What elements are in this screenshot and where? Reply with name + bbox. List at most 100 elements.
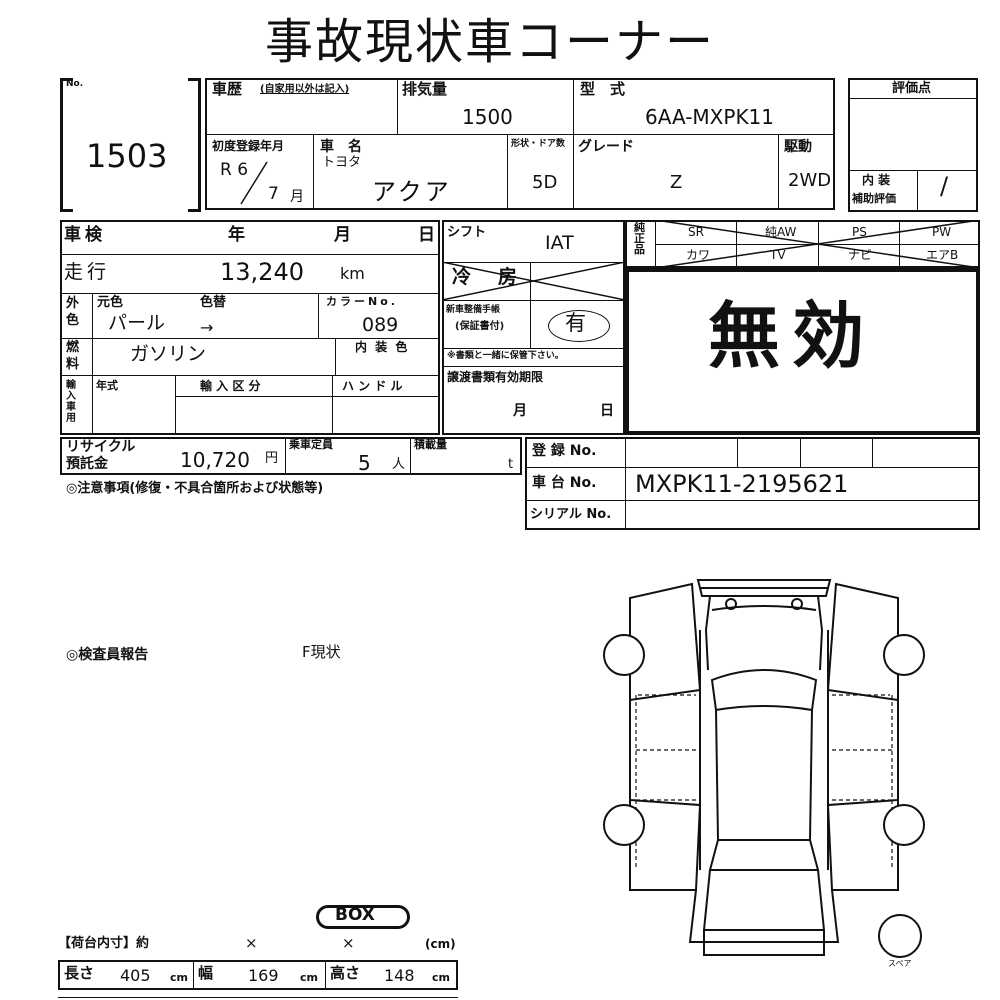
serial-no-label: シリアル No. <box>530 507 612 522</box>
grade-label: グレード <box>578 139 634 155</box>
interior-eval-box <box>848 170 978 212</box>
shape-doors-value: 5D <box>532 172 558 193</box>
color-change-value: → <box>200 318 214 337</box>
grade-value: Z <box>670 172 683 193</box>
width-label: 幅 <box>198 964 214 982</box>
registration-no-label: 登 録 No. <box>532 443 597 459</box>
shift-value: IAT <box>545 232 574 254</box>
inspection-month: 月 <box>334 225 351 245</box>
interior-eval-value: / <box>940 172 949 200</box>
equipment-label: 純正品 <box>634 221 645 256</box>
width-unit: cm <box>300 971 318 984</box>
recycle-row <box>60 437 522 475</box>
maintenance-book-label2: (保証書付) <box>455 321 505 332</box>
box-tag: BOX <box>335 905 375 925</box>
maintenance-book-value: 有 <box>565 311 586 335</box>
history-label: 車歴 <box>212 80 243 98</box>
aircon-label: 冷 房 <box>452 266 522 288</box>
transfer-docs-label: 譲渡書類有効期限 <box>447 370 544 384</box>
length-value: 405 <box>120 966 151 985</box>
spare-tire-icon <box>878 914 922 958</box>
lot-bracket-right <box>188 78 201 212</box>
equip-sr: SR <box>688 225 704 239</box>
history-note: (自家用以外は記入) <box>260 84 350 95</box>
inspection-label: 車検 <box>64 225 106 245</box>
spare-label: スペア <box>888 959 912 968</box>
transfer-docs-month: 月 <box>513 403 527 419</box>
chassis-no-value: MXPK11-2195621 <box>635 470 849 498</box>
equip-leather: カワ <box>686 248 711 262</box>
cargo-unit: (cm) <box>425 937 456 951</box>
length-label: 長さ <box>64 964 95 982</box>
shape-doors-label: 形状・ドア数 <box>511 139 566 149</box>
import-category-label: 輸 入 区 分 <box>200 379 261 393</box>
first-registration-era: R 6 <box>220 160 249 180</box>
fuel-label2: 料 <box>66 357 80 372</box>
evaluation-label: 評価点 <box>892 81 932 96</box>
orig-color-label: 元色 <box>97 295 124 310</box>
recycle-label2: 預託金 <box>66 456 108 472</box>
import-label: 輸入車用 <box>66 380 76 424</box>
mid-spec-grid <box>442 220 625 435</box>
drive-label: 駆動 <box>784 139 812 155</box>
height-unit: cm <box>432 971 450 984</box>
date-slash <box>240 161 268 205</box>
interior-eval-label2: 補助評価 <box>852 192 896 205</box>
capacity-label: 乗車定員 <box>289 438 333 451</box>
transfer-docs-day: 日 <box>600 403 614 419</box>
recycle-label1: リサイクル <box>66 439 136 455</box>
mileage-label: 走行 <box>64 261 111 283</box>
aircon-cross <box>442 262 625 300</box>
car-maker: トヨタ <box>322 155 362 170</box>
first-registration-month-unit: 月 <box>290 189 304 205</box>
notice-label: ◎注意事項(修復・不具合箇所および状態等) <box>66 481 324 496</box>
capacity-unit: 人 <box>392 457 406 472</box>
cargo-x1: × <box>245 934 258 952</box>
chassis-no-label: 車 台 No. <box>532 475 597 491</box>
car-body-diagram <box>603 579 925 956</box>
invalid-stamp-box <box>625 268 980 435</box>
car-name-value: アクア <box>372 178 452 206</box>
ext-color-label1: 外 <box>66 296 80 311</box>
load-unit: t <box>508 457 514 472</box>
first-registration-label: 初度登録年月 <box>212 139 285 153</box>
interior-color-label: 内 装 色 <box>355 340 410 354</box>
first-registration-month: 7 <box>268 184 279 204</box>
vehicle-info-grid <box>205 78 835 210</box>
inspection-day: 日 <box>418 225 435 245</box>
box-tag-frame <box>316 905 410 929</box>
load-label: 積載量 <box>414 438 447 451</box>
recycle-value: 10,720 <box>180 448 250 472</box>
displacement-value: 1500 <box>462 105 513 129</box>
equip-navi: ナビ <box>848 248 873 262</box>
lot-bracket-left <box>60 78 73 212</box>
fuel-value: ガソリン <box>130 343 207 365</box>
maintenance-book-note: ※書類と一緒に保管下さい。 <box>447 351 564 361</box>
interior-eval-label1: 内 装 <box>862 173 891 187</box>
lot-number: 1503 <box>86 137 168 175</box>
color-no-value: 089 <box>362 314 399 336</box>
mileage-value: 13,240 <box>220 258 304 286</box>
color-change-label: 色替 <box>200 295 227 310</box>
cargo-x2: × <box>342 934 355 952</box>
recycle-unit: 円 <box>265 451 279 466</box>
equip-pw: PW <box>932 225 952 239</box>
orig-color-value: パール <box>108 312 166 334</box>
import-handle-label: ハ ン ド ル <box>342 379 403 393</box>
maintenance-book-circle <box>548 310 610 342</box>
equip-alloy: 純AW <box>765 225 797 239</box>
length-unit: cm <box>170 971 188 984</box>
fuel-label1: 燃 <box>66 340 80 355</box>
height-label: 高さ <box>330 964 361 982</box>
model-code-value: 6AA-MXPK11 <box>645 105 775 129</box>
equip-ps: PS <box>852 225 867 239</box>
equip-tv: TV <box>770 248 786 262</box>
shift-label: シフト <box>447 225 487 240</box>
drive-value: 2WD <box>788 170 832 191</box>
import-year-label: 年式 <box>96 379 118 392</box>
model-code-label: 型 式 <box>580 80 626 98</box>
equip-airbag: エアB <box>926 248 959 262</box>
invalid-stamp: 無効 <box>708 294 877 378</box>
height-value: 148 <box>384 966 415 985</box>
registration-grid <box>525 437 980 530</box>
